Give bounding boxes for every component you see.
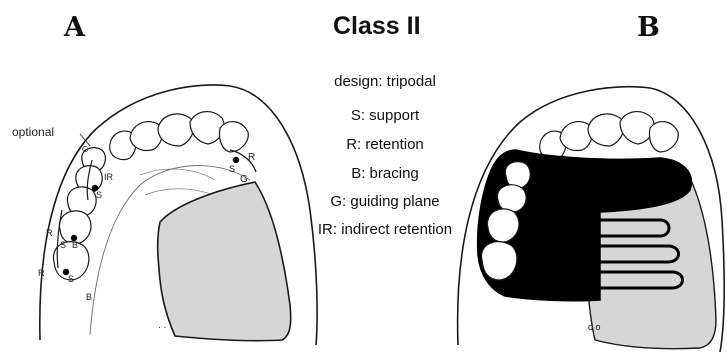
mark-b: o o	[588, 322, 601, 332]
anterior-teeth-b	[540, 112, 679, 160]
